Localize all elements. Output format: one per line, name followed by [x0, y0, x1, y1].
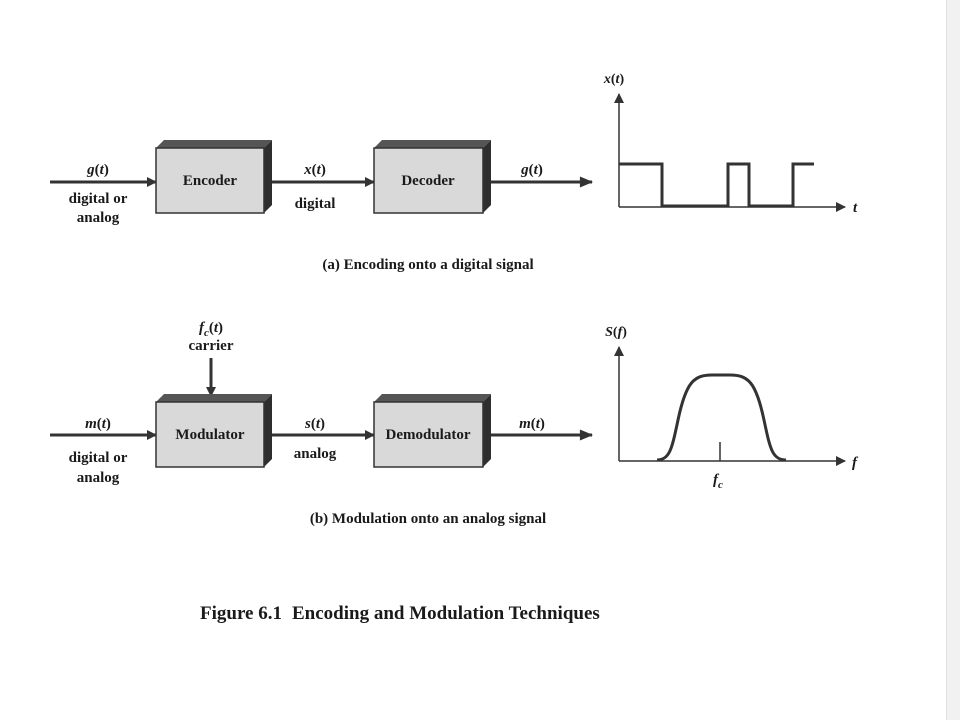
figure-label: Figure 6.1	[200, 603, 282, 624]
modulator-block-side	[264, 394, 272, 467]
carrier-word: carrier	[189, 338, 234, 354]
spectrum-graph: S(f) f fc	[605, 325, 859, 491]
modulator-block-top	[156, 394, 272, 402]
graph-a-y-label: x(t)	[603, 72, 625, 87]
decoder-label: Decoder	[401, 173, 455, 189]
input-desc-a-line1: digital or	[69, 191, 128, 207]
decoder-block: Decoder	[373, 140, 491, 214]
graph-a-x-label: t	[853, 200, 858, 216]
encoder-block-face	[155, 147, 265, 214]
demodulator-label: Demodulator	[386, 427, 471, 443]
modulator-block-face	[155, 401, 265, 468]
decoder-block-top	[374, 140, 491, 148]
encoder-block-side	[264, 140, 272, 213]
page-right-edge	[946, 0, 960, 720]
carrier-signal-label: fc(t)	[199, 320, 223, 339]
input-desc-a-line2: analog	[77, 210, 120, 226]
decoder-block-face	[373, 147, 484, 214]
figure-canvas: g(t) digital or analog Encoder x(t) digi…	[50, 72, 859, 624]
figure-caption: Figure 6.1 Encoding and Modulation Techni…	[200, 603, 600, 624]
digital-signal-graph: x(t) t	[603, 72, 858, 216]
part-b-diagram: fc(t) carrier m(t) digital or analog Mod…	[50, 320, 859, 527]
output-signal-label-b: m(t)	[519, 416, 545, 432]
spectrum-trace	[656, 373, 787, 462]
demodulator-block: Demodulator	[373, 394, 491, 468]
input-signal-label-b: m(t)	[85, 416, 111, 432]
square-wave-trace	[619, 162, 814, 208]
figure-title: Encoding and Modulation Techniques	[292, 603, 600, 624]
mid-signal-label-a: x(t)	[303, 162, 326, 178]
caption-b: (b) Modulation onto an analog signal	[310, 511, 546, 527]
encoder-block-top	[156, 140, 272, 148]
graph-b-y-label: S(f)	[605, 325, 627, 340]
demodulator-block-top	[374, 394, 491, 402]
encoder-label: Encoder	[183, 173, 238, 189]
mid-signal-label-b: s(t)	[304, 416, 325, 432]
input-desc-b-line1: digital or	[69, 450, 128, 466]
input-desc-b-line2: analog	[77, 470, 120, 486]
caption-a: (a) Encoding onto a digital signal	[322, 257, 533, 273]
center-frequency-label: fc	[713, 472, 723, 491]
demodulator-block-face	[373, 401, 484, 468]
input-signal-label-a: g(t)	[86, 162, 109, 178]
graph-b-x-label: f	[852, 455, 859, 471]
modulator-block: Modulator	[155, 394, 272, 468]
demodulator-block-side	[483, 394, 491, 467]
mid-desc-b: analog	[294, 446, 337, 462]
encoder-block: Encoder	[155, 140, 272, 214]
modulator-label: Modulator	[175, 427, 245, 443]
output-signal-label-a: g(t)	[520, 162, 543, 178]
mid-desc-a: digital	[295, 196, 336, 212]
decoder-block-side	[483, 140, 491, 213]
part-a-diagram: g(t) digital or analog Encoder x(t) digi…	[50, 72, 858, 273]
